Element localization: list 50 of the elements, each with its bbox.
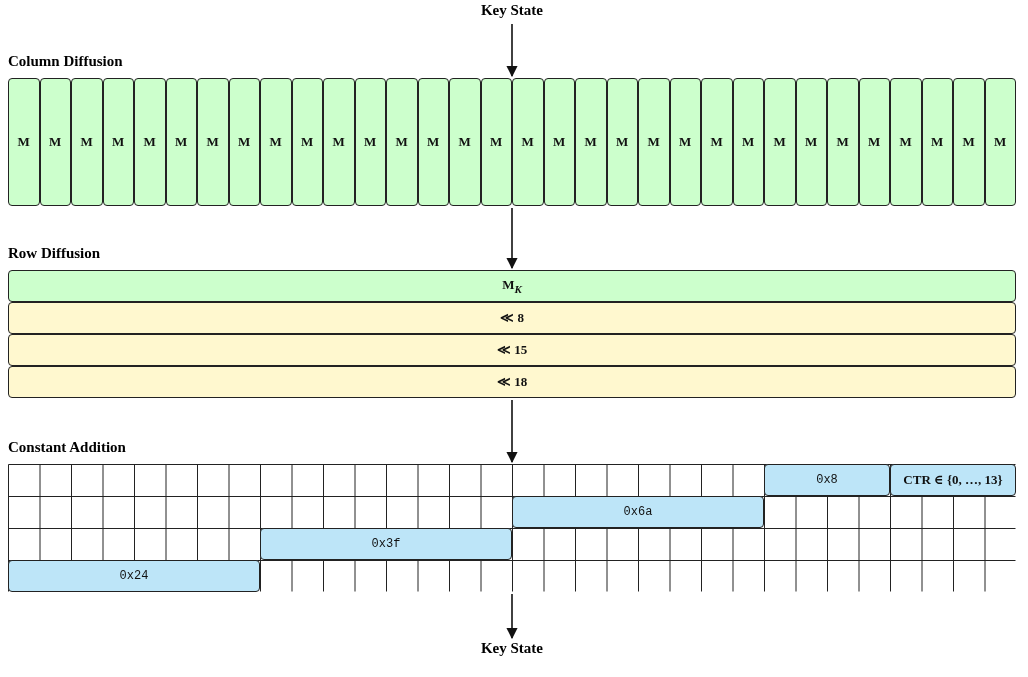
matrix-block: M <box>858 78 890 206</box>
matrix-block: M <box>386 78 418 206</box>
matrix-block: M <box>543 78 575 206</box>
matrix-block: M <box>165 78 197 206</box>
matrix-block: M <box>291 78 323 206</box>
operation-band: M$_{K}$ <box>8 270 1016 302</box>
matrix-block: M <box>638 78 670 206</box>
matrix-block: M <box>575 78 607 206</box>
constant-block: 0x6a <box>512 496 764 528</box>
operation-band: ≪ 8 <box>8 302 1016 334</box>
matrix-block: M <box>102 78 134 206</box>
arrow <box>506 23 518 78</box>
matrix-block: M <box>417 78 449 206</box>
matrix-block: M <box>354 78 386 206</box>
arrow <box>506 593 518 640</box>
matrix-block: M <box>39 78 71 206</box>
constant-block: 0x24 <box>8 560 260 592</box>
matrix-block: M <box>764 78 796 206</box>
section-heading: Constant Addition <box>8 439 126 456</box>
matrix-block: M <box>921 78 953 206</box>
arrow <box>506 399 518 464</box>
matrix-block: M <box>480 78 512 206</box>
matrix-block: M <box>512 78 544 206</box>
matrix-block: M <box>228 78 260 206</box>
matrix-block: M <box>8 78 40 206</box>
matrix-block: M <box>669 78 701 206</box>
matrix-block: M <box>701 78 733 206</box>
matrix-block: M <box>890 78 922 206</box>
matrix-block: M <box>197 78 229 206</box>
constant-block: 0x8 <box>764 464 890 496</box>
counter-block: CTR ∈ {0, …, 13} <box>890 464 1016 496</box>
matrix-block: M <box>827 78 859 206</box>
arrow <box>506 207 518 270</box>
state-label: Key State <box>464 2 560 22</box>
matrix-block: M <box>953 78 985 206</box>
operation-band: ≪ 15 <box>8 334 1016 366</box>
matrix-block: M <box>606 78 638 206</box>
matrix-block: M <box>732 78 764 206</box>
state-label: Key State <box>464 640 560 660</box>
matrix-block: M <box>134 78 166 206</box>
matrix-block: M <box>260 78 292 206</box>
matrix-block: M <box>984 78 1016 206</box>
matrix-block: M <box>71 78 103 206</box>
section-heading: Row Diffusion <box>8 245 101 262</box>
matrix-block: M <box>795 78 827 206</box>
section-heading: Column Diffusion <box>8 53 123 70</box>
matrix-block: M <box>449 78 481 206</box>
operation-band: ≪ 18 <box>8 366 1016 398</box>
matrix-block: M <box>323 78 355 206</box>
constant-block: 0x3f <box>260 528 512 560</box>
